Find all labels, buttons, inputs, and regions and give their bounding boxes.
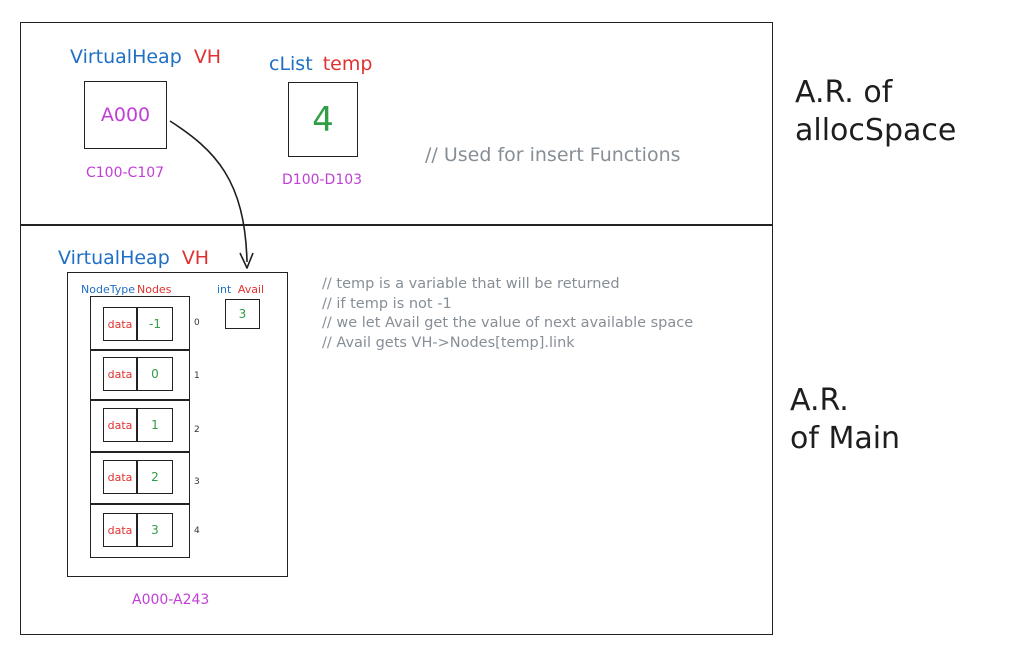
node-data-label: data bbox=[107, 418, 133, 432]
node-link-value: 0 bbox=[151, 367, 159, 381]
avail-value: 3 bbox=[238, 307, 247, 321]
alloc-temp-name: temp bbox=[322, 53, 373, 75]
node-index: 4 bbox=[194, 526, 200, 536]
comment-line: // Avail gets VH->Nodes[temp].link bbox=[322, 334, 575, 351]
node-row bbox=[90, 400, 190, 452]
node-link-value: 3 bbox=[151, 523, 159, 537]
nodes-name: Nodes bbox=[136, 283, 172, 296]
node-data-label: data bbox=[107, 367, 133, 381]
virtual-heap-struct bbox=[67, 272, 288, 577]
node-data-field: data bbox=[103, 513, 137, 547]
main-address: A000-A243 bbox=[132, 592, 210, 608]
alloc-space-frame bbox=[20, 22, 773, 225]
node-link-field: 2 bbox=[137, 460, 173, 494]
main-label: A.R. of Main bbox=[790, 382, 900, 458]
node-data-field: data bbox=[103, 307, 137, 341]
main-label-line2: of Main bbox=[790, 421, 901, 456]
main-vh-type: VirtualHeap bbox=[58, 247, 170, 269]
node-link-value: 2 bbox=[151, 470, 159, 484]
avail-type: int bbox=[217, 283, 232, 296]
alloc-temp-header: cList temp bbox=[269, 55, 372, 74]
avail-header: int Avail bbox=[217, 284, 264, 295]
node-data-field: data bbox=[103, 408, 137, 442]
node-row bbox=[90, 452, 190, 504]
nodes-type: NodeType bbox=[81, 283, 135, 296]
node-link-field: 3 bbox=[137, 513, 173, 547]
main-label-line1: A.R. bbox=[790, 383, 849, 418]
alloc-temp-value: 4 bbox=[312, 99, 334, 140]
alloc-temp-box: 4 bbox=[288, 82, 358, 157]
comment-line: // temp is a variable that will be retur… bbox=[322, 276, 620, 292]
alloc-comment: // Used for insert Functions bbox=[425, 144, 681, 166]
alloc-vh-type: VirtualHeap bbox=[70, 46, 182, 68]
node-index: 0 bbox=[194, 318, 200, 328]
node-index: 3 bbox=[194, 477, 200, 487]
alloc-vh-address: C100-C107 bbox=[86, 165, 165, 181]
node-row bbox=[90, 350, 190, 400]
node-data-label: data bbox=[107, 317, 133, 331]
alloc-space-label: A.R. of allocSpace bbox=[795, 74, 956, 150]
node-row bbox=[90, 296, 190, 350]
avail-name: Avail bbox=[237, 283, 265, 296]
node-index: 1 bbox=[194, 371, 200, 381]
node-link-field: -1 bbox=[137, 307, 173, 341]
alloc-vh-name: VH bbox=[193, 46, 222, 68]
alloc-space-label-line2: allocSpace bbox=[795, 113, 957, 148]
pointer-arrow-line bbox=[169, 120, 248, 263]
alloc-space-label-line1: A.R. of bbox=[795, 75, 893, 110]
alloc-vh-header: VirtualHeap VH bbox=[70, 48, 221, 67]
alloc-vh-box: A000 bbox=[84, 81, 167, 149]
node-data-label: data bbox=[107, 523, 133, 537]
pointer-arrow-head bbox=[239, 252, 254, 269]
main-frame bbox=[20, 225, 773, 635]
avail-box: 3 bbox=[225, 299, 260, 329]
node-link-value: 1 bbox=[151, 418, 159, 432]
main-vh-header: VirtualHeap VH bbox=[58, 249, 209, 268]
node-data-field: data bbox=[103, 357, 137, 391]
node-link-field: 1 bbox=[137, 408, 173, 442]
node-data-field: data bbox=[103, 460, 137, 494]
main-comments: // temp is a variable that will be retur… bbox=[322, 275, 693, 353]
node-data-label: data bbox=[107, 470, 133, 484]
node-link-field: 0 bbox=[137, 357, 173, 391]
node-link-value: -1 bbox=[149, 317, 161, 331]
comment-line: // we let Avail get the value of next av… bbox=[322, 315, 694, 331]
alloc-vh-value: A000 bbox=[100, 104, 151, 126]
node-row bbox=[90, 504, 190, 558]
alloc-temp-address: D100-D103 bbox=[282, 172, 363, 188]
alloc-temp-type: cList bbox=[269, 53, 313, 75]
node-index: 2 bbox=[194, 425, 200, 435]
main-vh-name: VH bbox=[181, 247, 210, 269]
comment-line: // if temp is not -1 bbox=[322, 295, 452, 312]
